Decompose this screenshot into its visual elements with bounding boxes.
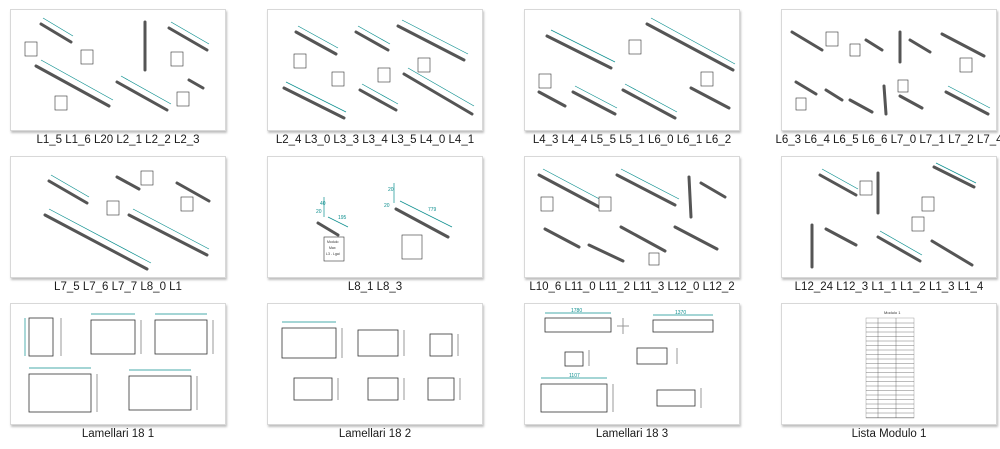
svg-text:1370: 1370: [675, 310, 686, 316]
svg-text:1780: 1780: [571, 308, 582, 314]
file-thumbnail-icon[interactable]: [781, 156, 997, 278]
file-tile[interactable]: Modulo 1 Lista Modulo 1: [781, 303, 997, 448]
svg-text:20: 20: [388, 187, 394, 193]
file-tile[interactable]: Lamellari 18 2: [267, 303, 483, 448]
svg-text:779: 779: [428, 207, 437, 213]
file-thumbnail-icon[interactable]: [10, 156, 226, 278]
file-tile[interactable]: Lamellari 18 1: [10, 303, 226, 448]
file-tile[interactable]: L12_24 L12_3 L1_1 L1_2 L1_3 L1_4: [781, 156, 997, 301]
file-name: Lista Modulo 1: [851, 428, 927, 440]
file-tile[interactable]: L1_5 L1_6 L20 L2_1 L2_2 L2_3: [10, 9, 226, 154]
file-thumbnail-icon[interactable]: [10, 9, 226, 131]
file-tile[interactable]: L2_4 L3_0 L3_3 L3_4 L3_5 L4_0 L4_1: [267, 9, 483, 154]
svg-text:Modulo 1: Modulo 1: [884, 310, 901, 315]
file-thumbnail-icon[interactable]: Modulo 1: [781, 303, 997, 425]
svg-text:40: 40: [320, 201, 326, 207]
svg-text:Modulo: Modulo: [327, 240, 339, 244]
file-name: L7_5 L7_6 L7_7 L8_0 L1: [54, 281, 182, 293]
file-name: Lamellari 18 1: [81, 428, 155, 440]
file-name: Lamellari 18 3: [595, 428, 669, 440]
file-name: L6_3 L6_4 L6_5 L6_6 L7_0 L7_1 L7_2 L7_4: [775, 134, 1000, 146]
file-tile[interactable]: 20 40 195 20 20 779 Modulo Max L3 - Lgai…: [267, 156, 483, 301]
file-tile[interactable]: L6_3 L6_4 L6_5 L6_6 L7_0 L7_1 L7_2 L7_4: [775, 9, 1000, 154]
file-tile[interactable]: L7_5 L7_6 L7_7 L8_0 L1: [10, 156, 226, 301]
file-thumbnail-icon[interactable]: [267, 9, 483, 131]
file-thumbnail-icon[interactable]: [267, 303, 483, 425]
svg-text:L3 - Lgai: L3 - Lgai: [326, 252, 340, 256]
file-thumbnail-icon[interactable]: [781, 9, 997, 131]
svg-text:195: 195: [338, 215, 347, 221]
svg-text:20: 20: [384, 203, 390, 209]
file-name: L12_24 L12_3 L1_1 L1_2 L1_3 L1_4: [794, 281, 984, 293]
file-tile[interactable]: L10_6 L11_0 L11_2 L11_3 L12_0 L12_2: [524, 156, 740, 301]
file-thumbnail-icon[interactable]: [524, 156, 740, 278]
file-name: L8_1 L8_3: [347, 281, 403, 293]
file-tile[interactable]: 1780 1370 1107 Lamellari 18 3: [524, 303, 740, 448]
file-name: L10_6 L11_0 L11_2 L11_3 L12_0 L12_2: [529, 281, 735, 293]
file-name: L2_4 L3_0 L3_3 L3_4 L3_5 L4_0 L4_1: [275, 134, 475, 146]
svg-text:Max: Max: [329, 246, 336, 250]
file-tile[interactable]: L4_3 L4_4 L5_5 L5_1 L6_0 L6_1 L6_2: [524, 9, 740, 154]
file-thumbnail-icon[interactable]: 1780 1370 1107: [524, 303, 740, 425]
file-thumbnail-icon[interactable]: 20 40 195 20 20 779 Modulo Max L3 - Lgai: [267, 156, 483, 278]
file-thumbnail-icon[interactable]: [10, 303, 226, 425]
svg-text:1107: 1107: [569, 373, 580, 379]
file-name: L4_3 L4_4 L5_5 L5_1 L6_0 L6_1 L6_2: [532, 134, 732, 146]
svg-text:20: 20: [316, 209, 322, 215]
file-name: L1_5 L1_6 L20 L2_1 L2_2 L2_3: [36, 134, 200, 146]
file-thumbnail-icon[interactable]: [524, 9, 740, 131]
file-name: Lamellari 18 2: [338, 428, 412, 440]
